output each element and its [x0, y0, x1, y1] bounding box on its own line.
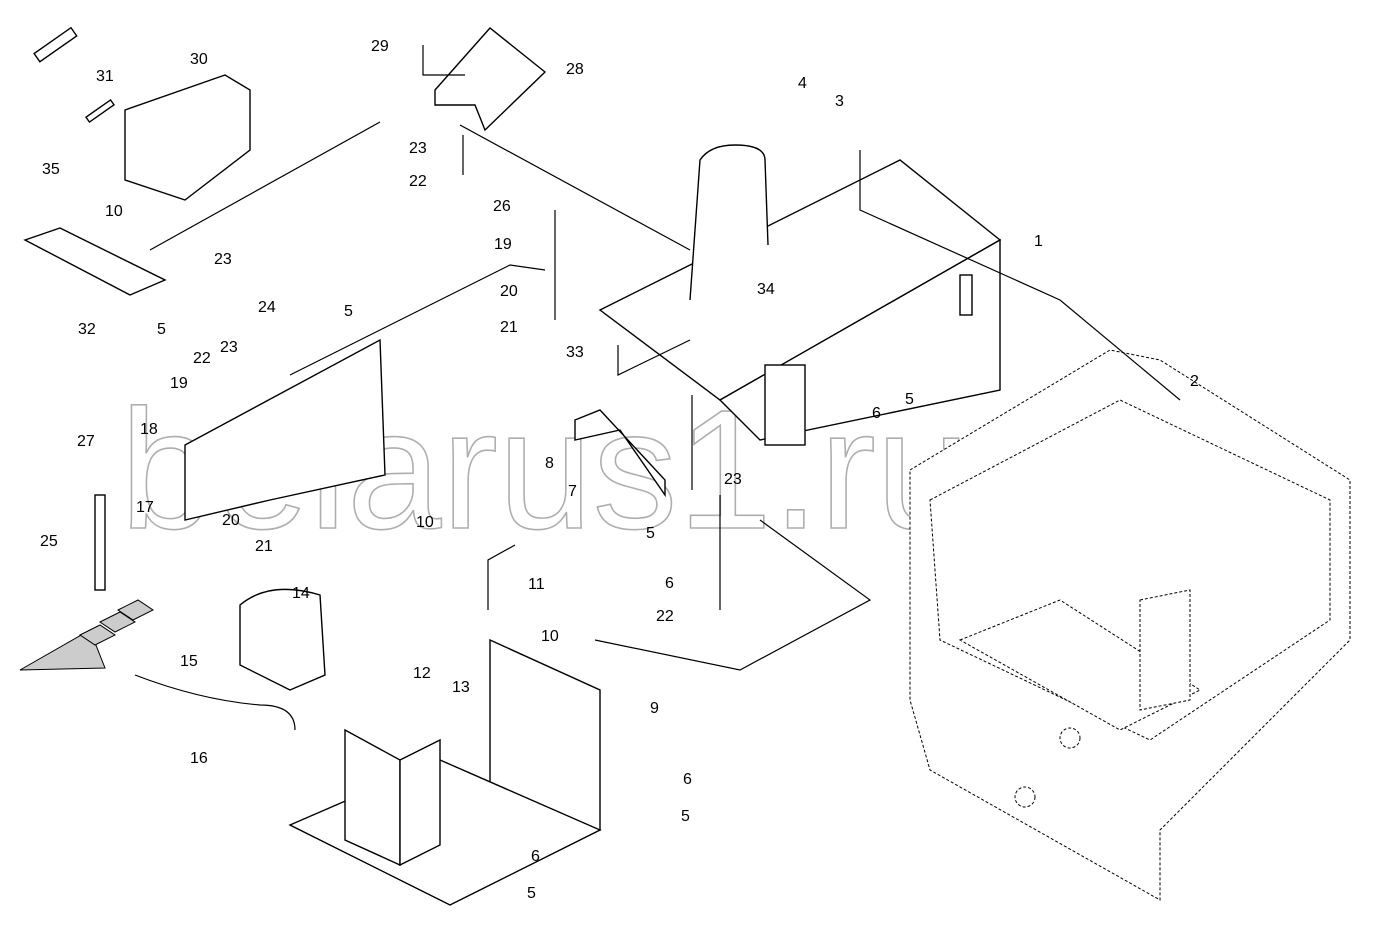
- callout: 5: [157, 321, 166, 338]
- callout: 28: [566, 61, 584, 78]
- callout: 3: [835, 93, 844, 110]
- bracket-part-30: [124, 74, 251, 201]
- callout: 20: [222, 512, 240, 529]
- callout: 17: [136, 499, 154, 516]
- box-part-9: [288, 638, 602, 906]
- callout: 5: [646, 525, 655, 542]
- callout: 6: [665, 575, 674, 592]
- callout: 23: [220, 339, 238, 356]
- shield-part-28: [434, 27, 547, 132]
- spring-part-31: [85, 98, 115, 124]
- callout: 20: [500, 283, 518, 300]
- callout: 22: [656, 608, 674, 625]
- callout: 21: [255, 538, 273, 555]
- callout: 32: [78, 321, 96, 338]
- spring-part-35: [33, 26, 78, 63]
- callout: 35: [42, 161, 60, 178]
- callout: 25: [40, 533, 58, 550]
- callout: 23: [724, 471, 742, 488]
- strip-part-25: [94, 494, 106, 591]
- bracket-part-11: [487, 544, 516, 610]
- callout: 9: [650, 700, 659, 717]
- callout: 7: [568, 483, 577, 500]
- callout: 33: [566, 344, 584, 361]
- callout: 24: [258, 299, 276, 316]
- callout: 34: [757, 281, 775, 298]
- callout: 6: [683, 771, 692, 788]
- callout: 13: [452, 679, 470, 696]
- callout-labels: 29 28 30 31 35 4 3 1 23 22 26 19 20 21 3…: [40, 38, 1199, 902]
- callout: 5: [681, 808, 690, 825]
- callout: 10: [105, 203, 123, 220]
- callout: 22: [409, 173, 427, 190]
- hose-part-15: [134, 674, 296, 731]
- callout: 27: [77, 433, 95, 450]
- callout: 21: [500, 319, 518, 336]
- callout: 12: [413, 665, 431, 682]
- callout: 6: [531, 848, 540, 865]
- callout: 19: [494, 236, 512, 253]
- callout: 2: [1190, 373, 1199, 390]
- callout: 1: [1034, 233, 1043, 250]
- callout: 14: [292, 585, 310, 602]
- callout: 16: [190, 750, 208, 767]
- callout: 10: [416, 514, 434, 531]
- assembly-lines: [149, 45, 1181, 671]
- callout: 19: [170, 375, 188, 392]
- callout: 22: [193, 350, 211, 367]
- callout: 30: [190, 51, 208, 68]
- callout: 5: [344, 303, 353, 320]
- callout: 23: [409, 140, 427, 157]
- tractor-frame: [909, 349, 1351, 901]
- callout: 18: [140, 421, 158, 438]
- arrow-icon: [19, 629, 106, 671]
- callout: 4: [798, 75, 807, 92]
- callout: 31: [96, 68, 114, 85]
- callout: 5: [905, 391, 914, 408]
- callout: 26: [493, 198, 511, 215]
- bar-part-32: [23, 227, 167, 296]
- tray-part-1: [598, 144, 1002, 446]
- arrow-segments-icon: [79, 599, 154, 646]
- callout: 10: [541, 628, 559, 645]
- callout: 29: [371, 38, 389, 55]
- callout: 23: [214, 251, 232, 268]
- callout: 8: [545, 455, 554, 472]
- callout: 6: [872, 405, 881, 422]
- callout: 5: [527, 885, 536, 902]
- frame-part-17: [184, 338, 386, 521]
- bracket-part-8: [574, 409, 666, 498]
- callout: 11: [528, 576, 545, 593]
- callout: 15: [180, 653, 198, 670]
- tank-part-14: [239, 588, 326, 691]
